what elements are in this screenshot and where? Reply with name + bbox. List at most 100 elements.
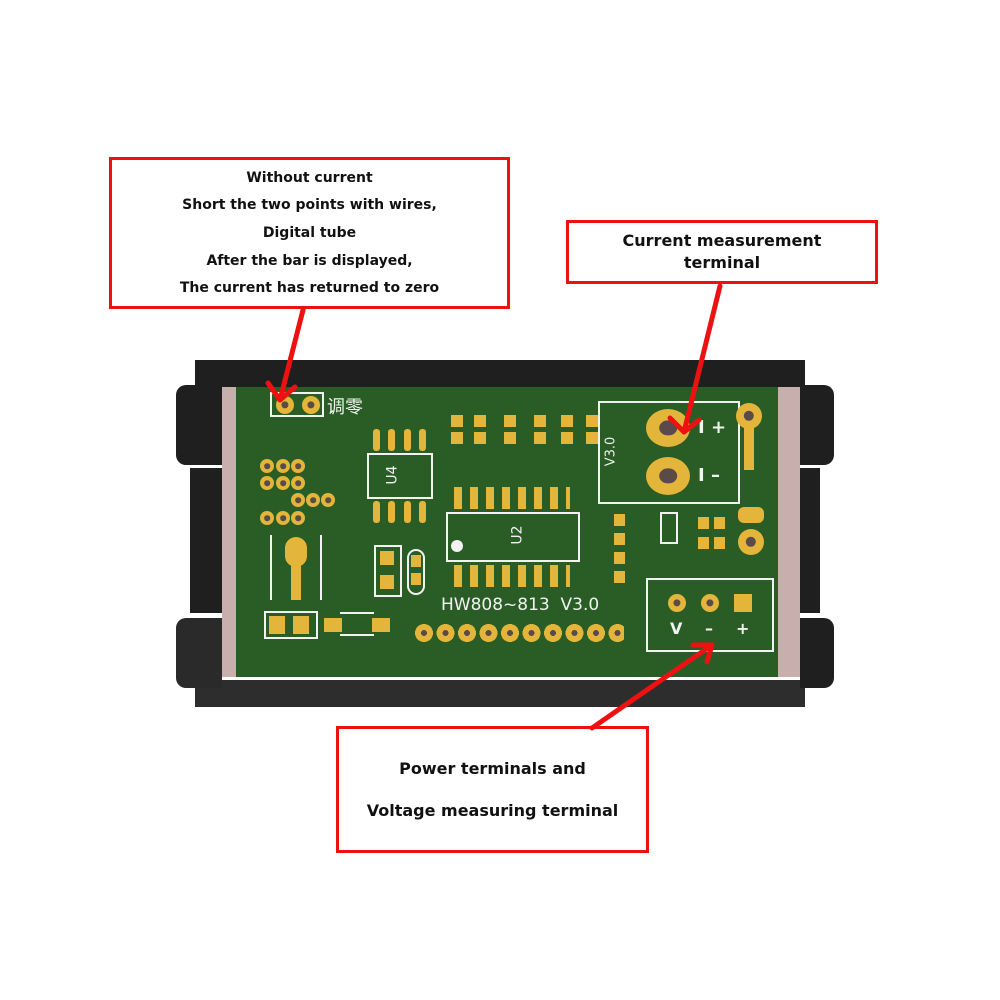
smd-pad bbox=[614, 571, 625, 583]
enclosure-right-clip-bottom bbox=[800, 618, 834, 688]
enclosure-bottom bbox=[195, 680, 805, 707]
smd-pad bbox=[714, 517, 725, 529]
zero-adjust-label: 调零 bbox=[327, 397, 363, 418]
callout-line: Current measurement bbox=[622, 231, 822, 250]
u4-pin bbox=[419, 429, 426, 451]
resistor-outline bbox=[340, 612, 374, 636]
u4-pin bbox=[373, 429, 380, 451]
u2-chip-outline bbox=[446, 512, 580, 562]
power-plus-pin[interactable] bbox=[734, 594, 752, 612]
current-plus-label: I + bbox=[698, 417, 727, 438]
smd-pad bbox=[451, 415, 463, 427]
display-pin-row bbox=[414, 623, 624, 643]
zero-adjust-header-outline bbox=[270, 392, 324, 417]
smd-pad bbox=[586, 432, 598, 444]
enclosure-right-clip-top bbox=[800, 385, 834, 465]
power-minus-label: – bbox=[705, 619, 713, 638]
smd-pad bbox=[561, 432, 573, 444]
u2-pins-bottom bbox=[454, 565, 570, 587]
u4-pin bbox=[404, 501, 411, 523]
via bbox=[276, 511, 290, 525]
smd-pad bbox=[714, 537, 725, 549]
arrow-to-zero-pads bbox=[265, 307, 306, 403]
smd-pad bbox=[380, 551, 394, 565]
u4-pin bbox=[388, 501, 395, 523]
power-plus-label: + bbox=[736, 619, 750, 638]
smd-pad bbox=[411, 573, 421, 585]
smd-pad bbox=[534, 432, 546, 444]
potentiometer-pad bbox=[285, 537, 307, 567]
smd-pad bbox=[293, 616, 309, 634]
capacitor-outline bbox=[374, 545, 402, 597]
smd-pad bbox=[561, 415, 573, 427]
model-label: HW808~813 V3.0 bbox=[441, 595, 600, 615]
resistor-outline bbox=[407, 549, 425, 595]
smd-pad bbox=[504, 432, 516, 444]
via bbox=[291, 459, 305, 473]
current-terminal-outline bbox=[598, 401, 740, 504]
smd-pad bbox=[586, 415, 598, 427]
smd-pad bbox=[324, 618, 342, 632]
smd-pad bbox=[534, 415, 546, 427]
via bbox=[306, 493, 320, 507]
potentiometer-stem bbox=[291, 562, 301, 600]
smd-pad bbox=[474, 432, 486, 444]
zero-adjust-callout: Without current Short the two points wit… bbox=[109, 157, 510, 309]
arrow-to-current-terminal bbox=[667, 283, 723, 435]
transistor-outline bbox=[660, 512, 678, 544]
callout-line: Digital tube bbox=[262, 224, 357, 241]
mounting-pad bbox=[736, 403, 762, 429]
current-minus-terminal[interactable] bbox=[646, 457, 690, 495]
u4-pin bbox=[373, 501, 380, 523]
pcb-board: 调零 U4 U2 bbox=[222, 387, 800, 677]
enclosure-left-clip-top bbox=[176, 385, 222, 465]
u4-pin bbox=[419, 501, 426, 523]
via bbox=[276, 476, 290, 490]
via bbox=[291, 511, 305, 525]
power-terminal-callout: Power terminals and Voltage measuring te… bbox=[336, 726, 649, 853]
enclosure-right-mid bbox=[800, 468, 820, 613]
u4-pin bbox=[388, 429, 395, 451]
power-v-label: V bbox=[670, 619, 683, 638]
smd-pad bbox=[738, 507, 764, 523]
mounting-pad bbox=[738, 529, 764, 555]
potentiometer-outline bbox=[270, 535, 322, 600]
via bbox=[291, 476, 305, 490]
smd-pad bbox=[411, 555, 421, 567]
enclosure-left-mid bbox=[190, 468, 222, 613]
smd-pad bbox=[614, 514, 625, 526]
current-terminal-callout: Current measurement terminal bbox=[566, 220, 878, 284]
smd-pad bbox=[504, 415, 516, 427]
callout-line: Power terminals and bbox=[399, 758, 586, 778]
via bbox=[260, 459, 274, 473]
via bbox=[260, 511, 274, 525]
via bbox=[291, 493, 305, 507]
smd-pad bbox=[698, 537, 709, 549]
callout-line: Voltage measuring terminal bbox=[366, 800, 619, 820]
smd-pad bbox=[372, 618, 390, 632]
smd-pad bbox=[698, 517, 709, 529]
smd-pad bbox=[474, 415, 486, 427]
callout-line: Short the two points with wires, bbox=[182, 197, 437, 214]
callout-line: Without current bbox=[246, 169, 373, 186]
arrow-to-power-terminal bbox=[589, 642, 715, 731]
smd-pad bbox=[614, 533, 625, 545]
mounting-trace bbox=[744, 425, 754, 470]
current-minus-label: I – bbox=[698, 465, 720, 486]
via bbox=[260, 476, 274, 490]
u4-pin bbox=[404, 429, 411, 451]
smd-pad bbox=[614, 552, 625, 564]
via bbox=[276, 459, 290, 473]
smd-pad bbox=[451, 432, 463, 444]
callout-line: The current has returned to zero bbox=[179, 280, 440, 297]
power-v-pin[interactable] bbox=[668, 594, 686, 612]
enclosure-left-clip-bottom bbox=[176, 618, 222, 688]
u2-pin1-dot bbox=[451, 540, 463, 552]
callout-line: After the bar is displayed, bbox=[206, 252, 413, 269]
enclosure-top bbox=[195, 360, 805, 390]
zero-adjust-pad-2 bbox=[302, 396, 320, 414]
via bbox=[321, 493, 335, 507]
callout-line: terminal bbox=[683, 253, 761, 272]
power-minus-pin[interactable] bbox=[701, 594, 719, 612]
